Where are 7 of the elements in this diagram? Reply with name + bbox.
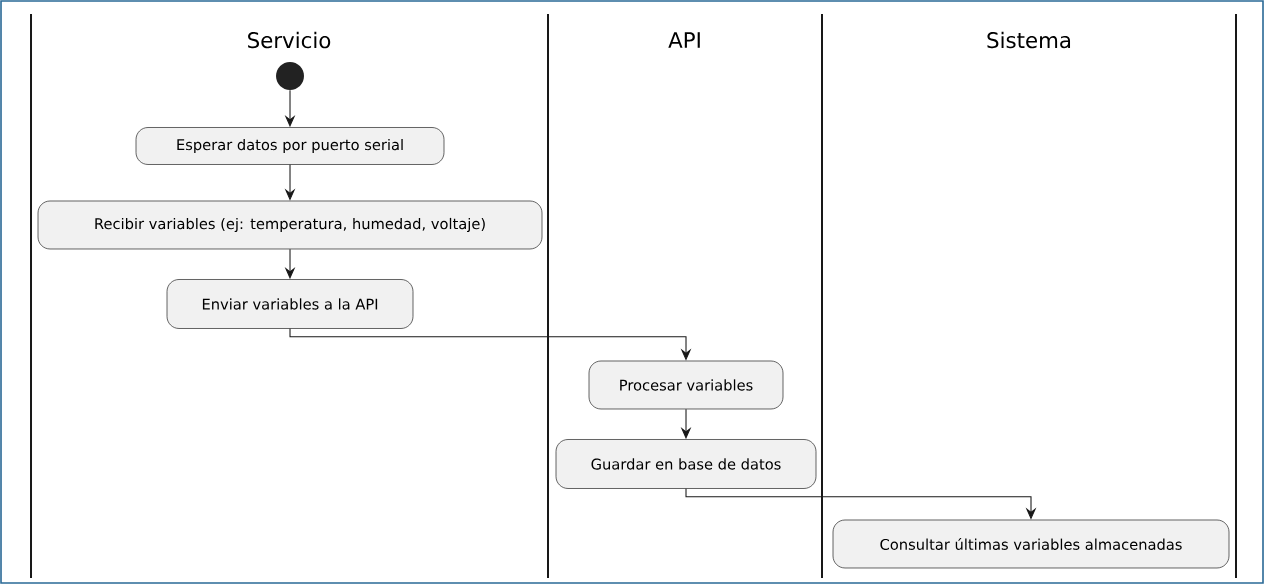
activity-box: Enviar variables a la API — [166, 279, 414, 329]
activity-box: Esperar datos por puerto serial — [135, 127, 445, 165]
activity-box: Guardar en base de datos — [555, 439, 817, 489]
activity-box: Recibir variables (ej: temperatura, humedad, voltaje) — [37, 200, 543, 250]
activity-box: Consultar últimas variables almacenadas — [832, 519, 1230, 569]
start-dot — [276, 62, 304, 90]
activity-box: Procesar variables — [588, 360, 784, 410]
